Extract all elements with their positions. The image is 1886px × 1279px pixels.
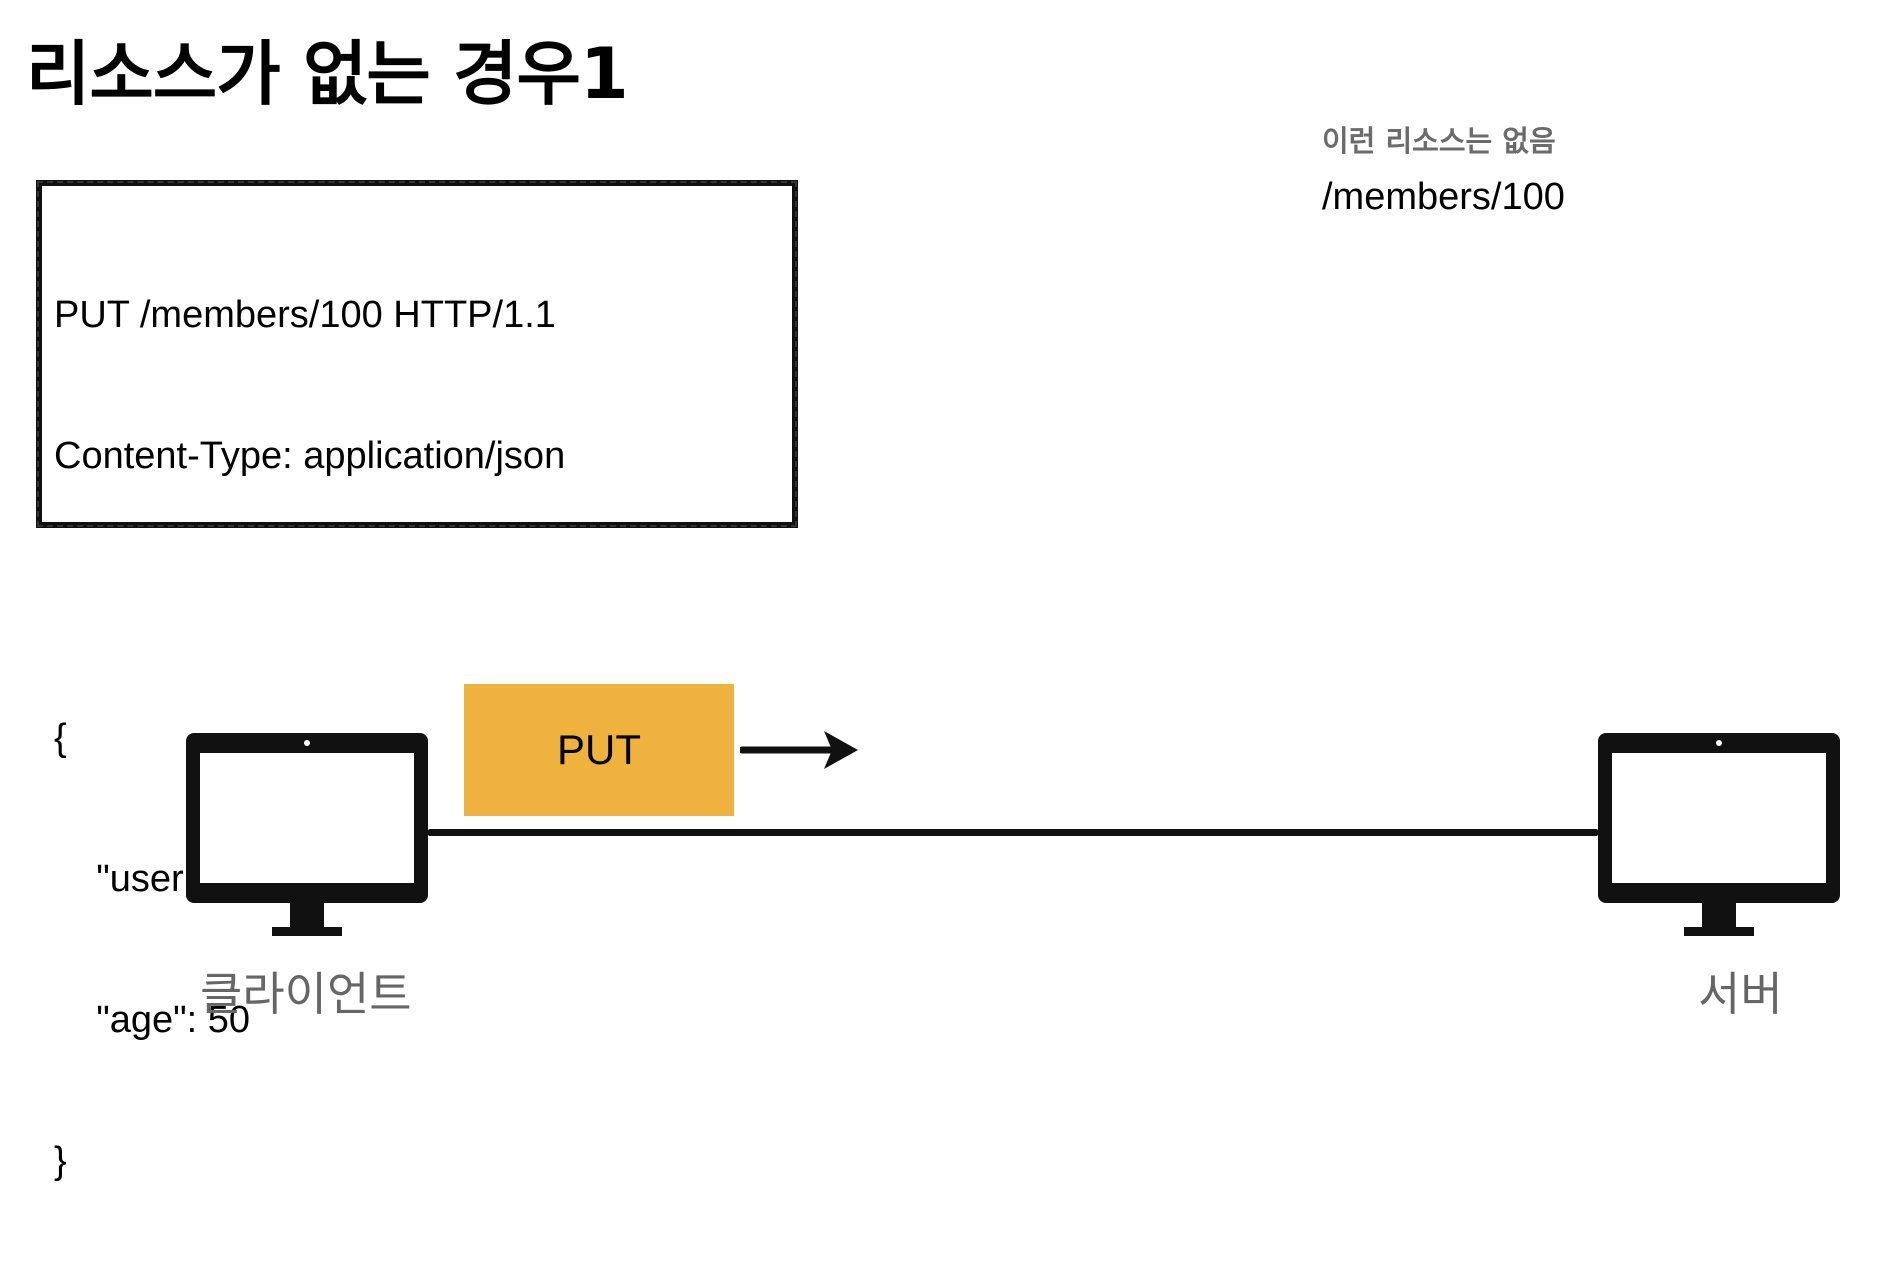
request-blank-line (54, 574, 565, 621)
server-resource-note: 이런 리소스는 없음 (1322, 124, 1556, 158)
http-request-box: PUT /members/100 HTTP/1.1 Content-Type: … (36, 180, 798, 1182)
network-connection-line (428, 829, 1598, 836)
server-label: 서버 (1698, 967, 1783, 1021)
method-label: PUT (557, 726, 641, 773)
put-method-box: PUT (464, 684, 734, 816)
server-resource-path: /members/100 (1322, 176, 1565, 218)
request-line: PUT /members/100 HTTP/1.1 (54, 294, 556, 336)
request-header-line: Content-Type: application/json (54, 435, 566, 477)
server-monitor-icon (1598, 733, 1840, 936)
client-monitor-icon (186, 733, 428, 936)
client-label: 클라이언트 (200, 967, 412, 1021)
request-body-line: { (54, 717, 67, 759)
request-body-line: } (54, 1140, 67, 1182)
request-arrow-icon (740, 731, 858, 769)
slide-title: 리소스가 없는 경우1 (26, 33, 629, 115)
